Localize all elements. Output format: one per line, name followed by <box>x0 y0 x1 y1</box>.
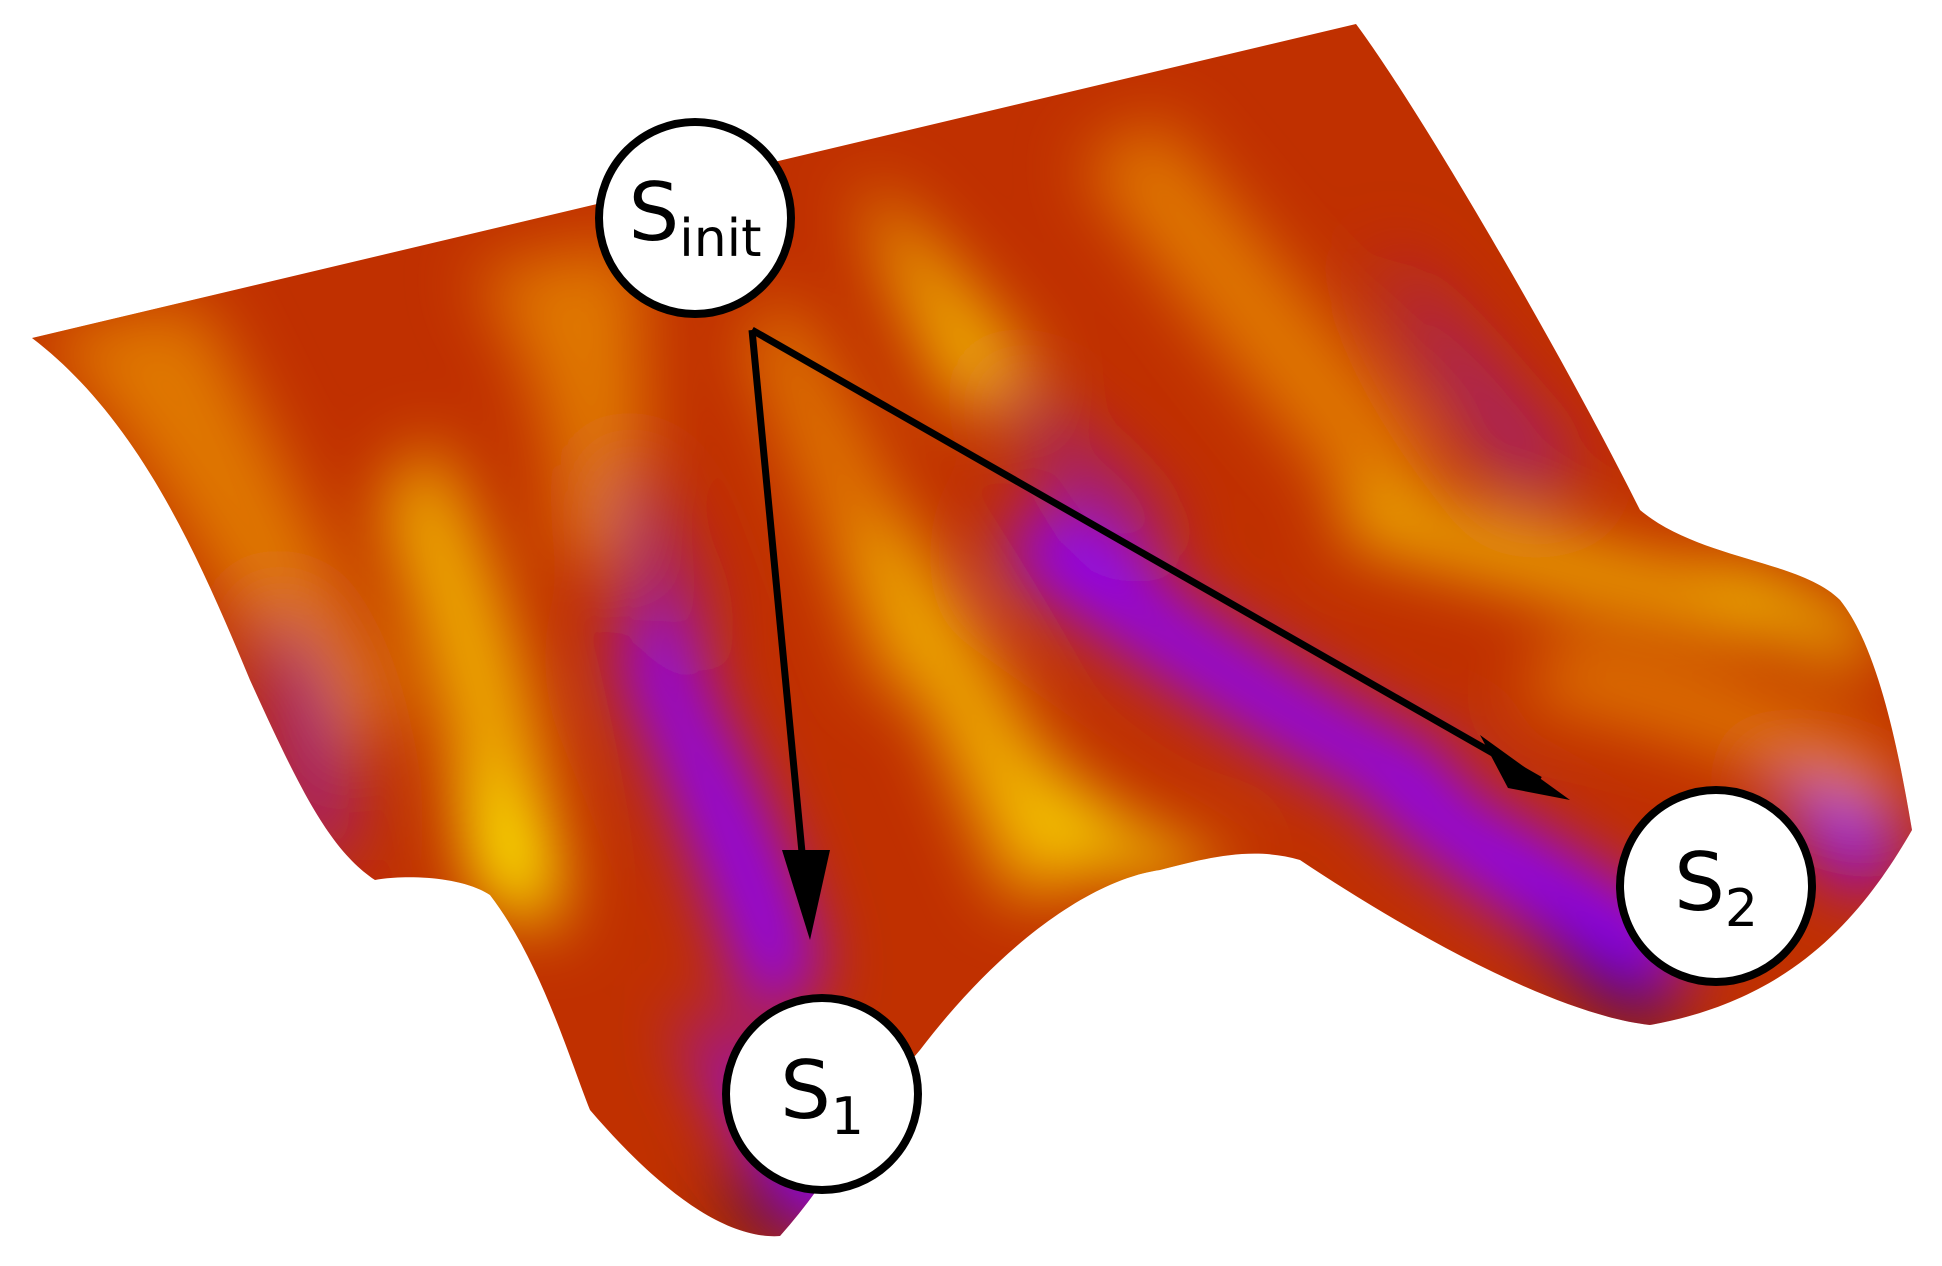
node-s1-main: S <box>780 1044 831 1137</box>
surface-band-gold <box>380 440 560 900</box>
surface-band-violet <box>620 600 820 1030</box>
surface-band-yellow <box>460 760 560 930</box>
node-s2-sub: 2 <box>1725 879 1758 939</box>
arrow-init-to-s1 <box>748 329 812 916</box>
arrow-init-to-s1-head <box>782 850 830 940</box>
surface-band-violet <box>1380 760 1700 1000</box>
node-s2-main: S <box>1674 836 1725 929</box>
svg-text:S1: S1 <box>780 1044 864 1147</box>
transition-arrows <box>748 326 1570 940</box>
surface-band-violet <box>1780 780 1910 900</box>
node-init: Sinit <box>595 118 795 318</box>
surface-band-orange <box>1080 120 1440 520</box>
surface-band-magenta <box>1000 380 1180 580</box>
surface-band-gold <box>1340 480 1780 640</box>
node-s2: S2 <box>1616 786 1816 986</box>
surface-band-deep <box>1520 900 1700 1030</box>
svg-text:Sinit: Sinit <box>628 166 761 269</box>
surface-band-deep <box>720 1150 840 1237</box>
surface-band-orange <box>1520 640 1900 820</box>
arrow-init-to-s2-head <box>1480 735 1570 800</box>
node-s1: S1 <box>722 994 922 1194</box>
node-init-sub: init <box>679 209 761 269</box>
arrow-init-to-s2 <box>750 326 1542 784</box>
surface-band-yellow <box>1700 560 1880 660</box>
node-s2-circle <box>1616 786 1816 986</box>
node-init-main: S <box>628 166 679 259</box>
surface-band-magenta <box>1380 240 1580 500</box>
surface-band-orange <box>470 240 645 560</box>
surface-band-violet <box>1000 500 1460 820</box>
surface-band-gold <box>860 180 1040 420</box>
surface-bands <box>32 120 1910 1237</box>
surface-band-gold <box>860 520 1100 900</box>
node-s1-circle <box>722 994 922 1194</box>
node-s1-sub: 1 <box>831 1087 864 1147</box>
node-init-circle <box>595 118 795 318</box>
svg-text:S2: S2 <box>1674 836 1758 939</box>
